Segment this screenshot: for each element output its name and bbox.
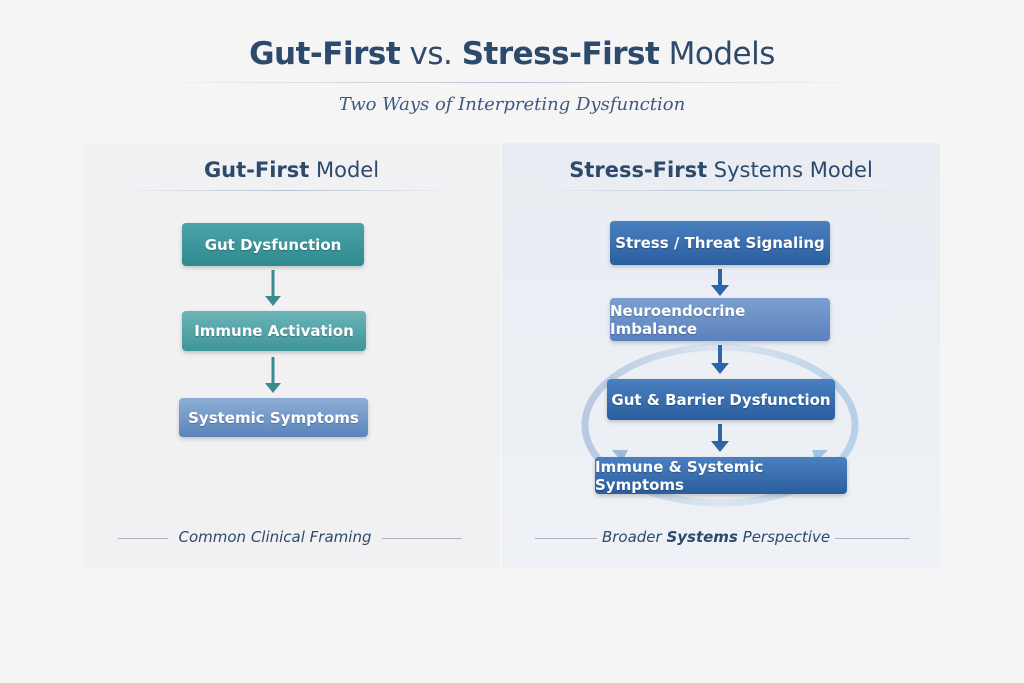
step-neuroendocrine-imbalance: Neuroendocrine Imbalance	[610, 298, 830, 341]
page-title: Gut-First vs. Stress-First Models	[249, 36, 775, 72]
divider	[118, 538, 168, 539]
divider	[535, 538, 597, 539]
divider	[835, 538, 910, 539]
gut-first-footer: Common Clinical Framing	[178, 528, 372, 546]
gut-first-heading: Gut-First Model	[203, 158, 380, 182]
step-immune-activation: Immune Activation	[182, 311, 366, 351]
divider	[535, 190, 910, 191]
step-immune-systemic-symptoms: Immune & Systemic Symptoms	[595, 457, 847, 494]
step-systemic-symptoms: Systemic Symptoms	[179, 398, 368, 437]
divider	[115, 190, 460, 191]
gut-first-panel	[83, 143, 500, 568]
step-gut-barrier-dysfunction: Gut & Barrier Dysfunction	[607, 379, 835, 420]
title-divider	[140, 82, 880, 83]
step-stress-signaling: Stress / Threat Signaling	[610, 221, 830, 265]
subtitle: Two Ways of Interpreting Dysfunction	[338, 94, 686, 115]
stress-first-footer: Broader Systems Perspective	[601, 528, 831, 546]
divider	[382, 538, 462, 539]
stress-first-heading: Stress-First Systems Model	[569, 158, 873, 182]
step-gut-dysfunction: Gut Dysfunction	[182, 223, 364, 266]
loop-arrowhead-left	[612, 450, 628, 462]
